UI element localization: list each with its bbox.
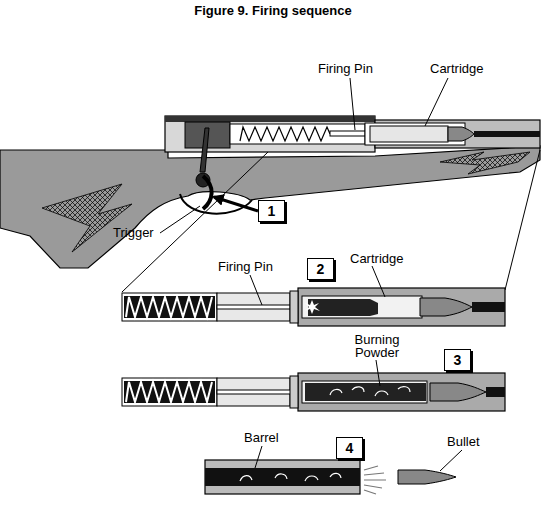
receiver bbox=[165, 116, 375, 152]
leader-line bbox=[376, 360, 380, 386]
spring-cavity bbox=[124, 296, 215, 318]
callout-number: 3 bbox=[454, 353, 462, 367]
firing-pin-body bbox=[217, 293, 290, 321]
cartridge-case bbox=[302, 296, 422, 318]
firing-pin bbox=[330, 131, 365, 136]
leader-line bbox=[250, 275, 262, 305]
bore bbox=[472, 302, 505, 312]
barrel-section bbox=[298, 373, 505, 411]
primer-spark bbox=[305, 300, 320, 314]
bolt-body bbox=[230, 124, 365, 144]
spring-housing bbox=[122, 293, 217, 321]
trigger bbox=[203, 176, 212, 209]
part-label: Firing Pin bbox=[318, 62, 388, 75]
spring-cavity bbox=[124, 381, 215, 403]
powder bbox=[308, 299, 378, 316]
burning-powder bbox=[305, 383, 426, 401]
callout-number: 4 bbox=[346, 441, 354, 455]
firing-pin bbox=[217, 390, 292, 394]
gas-cloud bbox=[330, 387, 410, 396]
part-label: Cartridge bbox=[430, 62, 500, 75]
leader-line bbox=[425, 78, 448, 126]
bore bbox=[474, 131, 540, 137]
grip-checkering bbox=[42, 184, 132, 252]
bullet bbox=[420, 298, 472, 316]
spring-housing bbox=[122, 378, 217, 406]
firing-pin bbox=[217, 305, 290, 309]
bullet bbox=[448, 127, 474, 141]
part-label: Barrel bbox=[244, 431, 304, 444]
leader-line bbox=[160, 206, 200, 233]
callout-number: 1 bbox=[268, 204, 276, 218]
callout-arrow bbox=[214, 197, 258, 211]
callout-box: 3 bbox=[444, 349, 471, 371]
gas-cloud bbox=[240, 473, 341, 481]
cartridge-case bbox=[302, 381, 427, 403]
callout-number: 2 bbox=[317, 262, 325, 276]
callout-box: 1 bbox=[258, 200, 285, 222]
leader-line bbox=[372, 266, 385, 297]
part-label: Cartridge bbox=[350, 252, 420, 265]
bolt-face bbox=[290, 291, 298, 323]
part-label: Burning Powder bbox=[346, 333, 408, 359]
figure-title: Figure 9. Firing sequence bbox=[0, 3, 546, 18]
receiver-top bbox=[165, 116, 375, 122]
part-label: Trigger bbox=[113, 226, 173, 239]
bore bbox=[205, 468, 360, 486]
rifle-stock bbox=[0, 146, 540, 268]
firing-spring bbox=[126, 382, 212, 402]
leader-line bbox=[255, 446, 262, 468]
bullet bbox=[430, 383, 486, 401]
barrel-section bbox=[298, 288, 505, 326]
firing-spring bbox=[126, 297, 212, 317]
part-label: Firing Pin bbox=[218, 260, 288, 273]
bolt-handle bbox=[200, 128, 209, 172]
part-label: Bullet bbox=[447, 435, 507, 448]
leader-line bbox=[440, 450, 462, 471]
bore bbox=[486, 387, 505, 397]
firing-spring bbox=[240, 127, 330, 141]
barrel-muzzle bbox=[205, 460, 360, 494]
leader-line bbox=[350, 78, 355, 130]
forend-checkering bbox=[440, 152, 530, 174]
muzzle-gas bbox=[364, 466, 386, 494]
zoom-line bbox=[505, 150, 540, 290]
callout-box: 2 bbox=[307, 258, 334, 280]
bolt-face bbox=[290, 376, 298, 408]
cartridge-case bbox=[370, 126, 448, 142]
callout-box: 4 bbox=[336, 437, 363, 459]
bullet bbox=[398, 470, 456, 484]
